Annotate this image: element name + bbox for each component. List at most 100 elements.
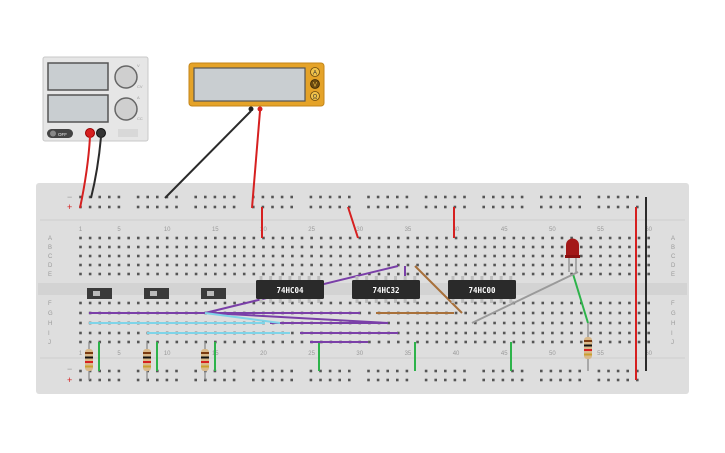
hole[interactable] xyxy=(502,263,506,267)
rail-hole[interactable] xyxy=(386,205,389,209)
hole[interactable] xyxy=(271,236,275,240)
hole[interactable] xyxy=(618,331,622,335)
hole[interactable] xyxy=(464,331,467,335)
rail-hole[interactable] xyxy=(204,195,207,199)
rail-hole[interactable] xyxy=(328,378,332,382)
hole[interactable] xyxy=(618,321,622,325)
rail-hole[interactable] xyxy=(424,205,428,209)
hole[interactable] xyxy=(502,311,506,315)
hole[interactable] xyxy=(647,321,650,325)
rail-hole[interactable] xyxy=(405,205,409,209)
hole[interactable] xyxy=(425,245,429,249)
hole[interactable] xyxy=(454,263,458,267)
hole[interactable] xyxy=(79,236,82,240)
rail-hole[interactable] xyxy=(223,369,226,373)
hole[interactable] xyxy=(493,321,496,325)
hole[interactable] xyxy=(358,263,362,267)
hole[interactable] xyxy=(512,245,516,249)
rail-hole[interactable] xyxy=(636,195,639,199)
hole[interactable] xyxy=(252,254,256,258)
rail-hole[interactable] xyxy=(434,378,437,382)
hole[interactable] xyxy=(136,254,140,258)
hole[interactable] xyxy=(560,245,564,249)
hole[interactable] xyxy=(416,263,419,267)
hole[interactable] xyxy=(377,272,381,276)
hole[interactable] xyxy=(560,254,564,258)
hole[interactable] xyxy=(329,236,333,240)
hole[interactable] xyxy=(127,254,130,258)
hole[interactable] xyxy=(271,245,275,249)
hole[interactable] xyxy=(387,340,390,344)
hole[interactable] xyxy=(88,331,92,335)
hole[interactable] xyxy=(117,272,121,276)
hole[interactable] xyxy=(223,340,227,344)
rail-hole[interactable] xyxy=(597,205,601,209)
rail-hole[interactable] xyxy=(386,378,389,382)
hole[interactable] xyxy=(88,263,92,267)
rail-hole[interactable] xyxy=(626,369,629,373)
hole[interactable] xyxy=(493,236,496,240)
rail-hole[interactable] xyxy=(616,195,620,199)
rail-hole[interactable] xyxy=(146,205,149,209)
wire-red-2[interactable] xyxy=(347,206,359,239)
hole[interactable] xyxy=(474,340,477,344)
hole[interactable] xyxy=(522,263,525,267)
hole[interactable] xyxy=(339,272,342,276)
hole[interactable] xyxy=(416,236,419,240)
rail-hole[interactable] xyxy=(319,205,322,209)
hole[interactable] xyxy=(406,340,410,344)
hole[interactable] xyxy=(291,340,294,344)
hole[interactable] xyxy=(281,272,285,276)
rail-hole[interactable] xyxy=(232,369,236,373)
hole[interactable] xyxy=(281,245,285,249)
hole[interactable] xyxy=(570,321,573,325)
hole[interactable] xyxy=(108,331,111,335)
hole[interactable] xyxy=(79,254,82,258)
hole[interactable] xyxy=(396,321,400,325)
hole[interactable] xyxy=(88,340,92,344)
hole[interactable] xyxy=(368,245,371,249)
rail-hole[interactable] xyxy=(559,378,562,382)
hole[interactable] xyxy=(281,236,285,240)
hole[interactable] xyxy=(589,236,593,240)
hole[interactable] xyxy=(396,254,400,258)
hole[interactable] xyxy=(396,340,400,344)
hole[interactable] xyxy=(387,254,390,258)
hole[interactable] xyxy=(637,331,641,335)
hole[interactable] xyxy=(252,301,256,305)
hole[interactable] xyxy=(348,263,352,267)
hole[interactable] xyxy=(647,245,650,249)
hole[interactable] xyxy=(435,321,439,325)
hole[interactable] xyxy=(608,311,612,315)
hole[interactable] xyxy=(416,272,419,276)
hole[interactable] xyxy=(608,331,612,335)
hole[interactable] xyxy=(570,263,573,267)
hole[interactable] xyxy=(310,245,313,249)
hole[interactable] xyxy=(512,331,516,335)
rail-hole[interactable] xyxy=(607,369,610,373)
hole[interactable] xyxy=(233,340,236,344)
hole[interactable] xyxy=(416,331,419,335)
rail-hole[interactable] xyxy=(626,378,629,382)
hole[interactable] xyxy=(396,301,400,305)
hole[interactable] xyxy=(618,340,622,344)
hole[interactable] xyxy=(368,236,371,240)
hole[interactable] xyxy=(474,311,477,315)
hole[interactable] xyxy=(156,272,159,276)
rail-hole[interactable] xyxy=(136,205,140,209)
rail-hole[interactable] xyxy=(559,369,562,373)
hole[interactable] xyxy=(579,254,583,258)
resistor[interactable] xyxy=(143,342,151,380)
hole[interactable] xyxy=(570,340,573,344)
hole[interactable] xyxy=(204,301,207,305)
hole[interactable] xyxy=(483,331,487,335)
rail-hole[interactable] xyxy=(328,195,332,199)
hole[interactable] xyxy=(310,236,313,240)
hole[interactable] xyxy=(79,245,82,249)
hole[interactable] xyxy=(483,263,487,267)
rail-hole[interactable] xyxy=(636,369,639,373)
hole[interactable] xyxy=(175,263,179,267)
hole[interactable] xyxy=(281,301,285,305)
hole[interactable] xyxy=(647,272,650,276)
hole[interactable] xyxy=(647,254,650,258)
